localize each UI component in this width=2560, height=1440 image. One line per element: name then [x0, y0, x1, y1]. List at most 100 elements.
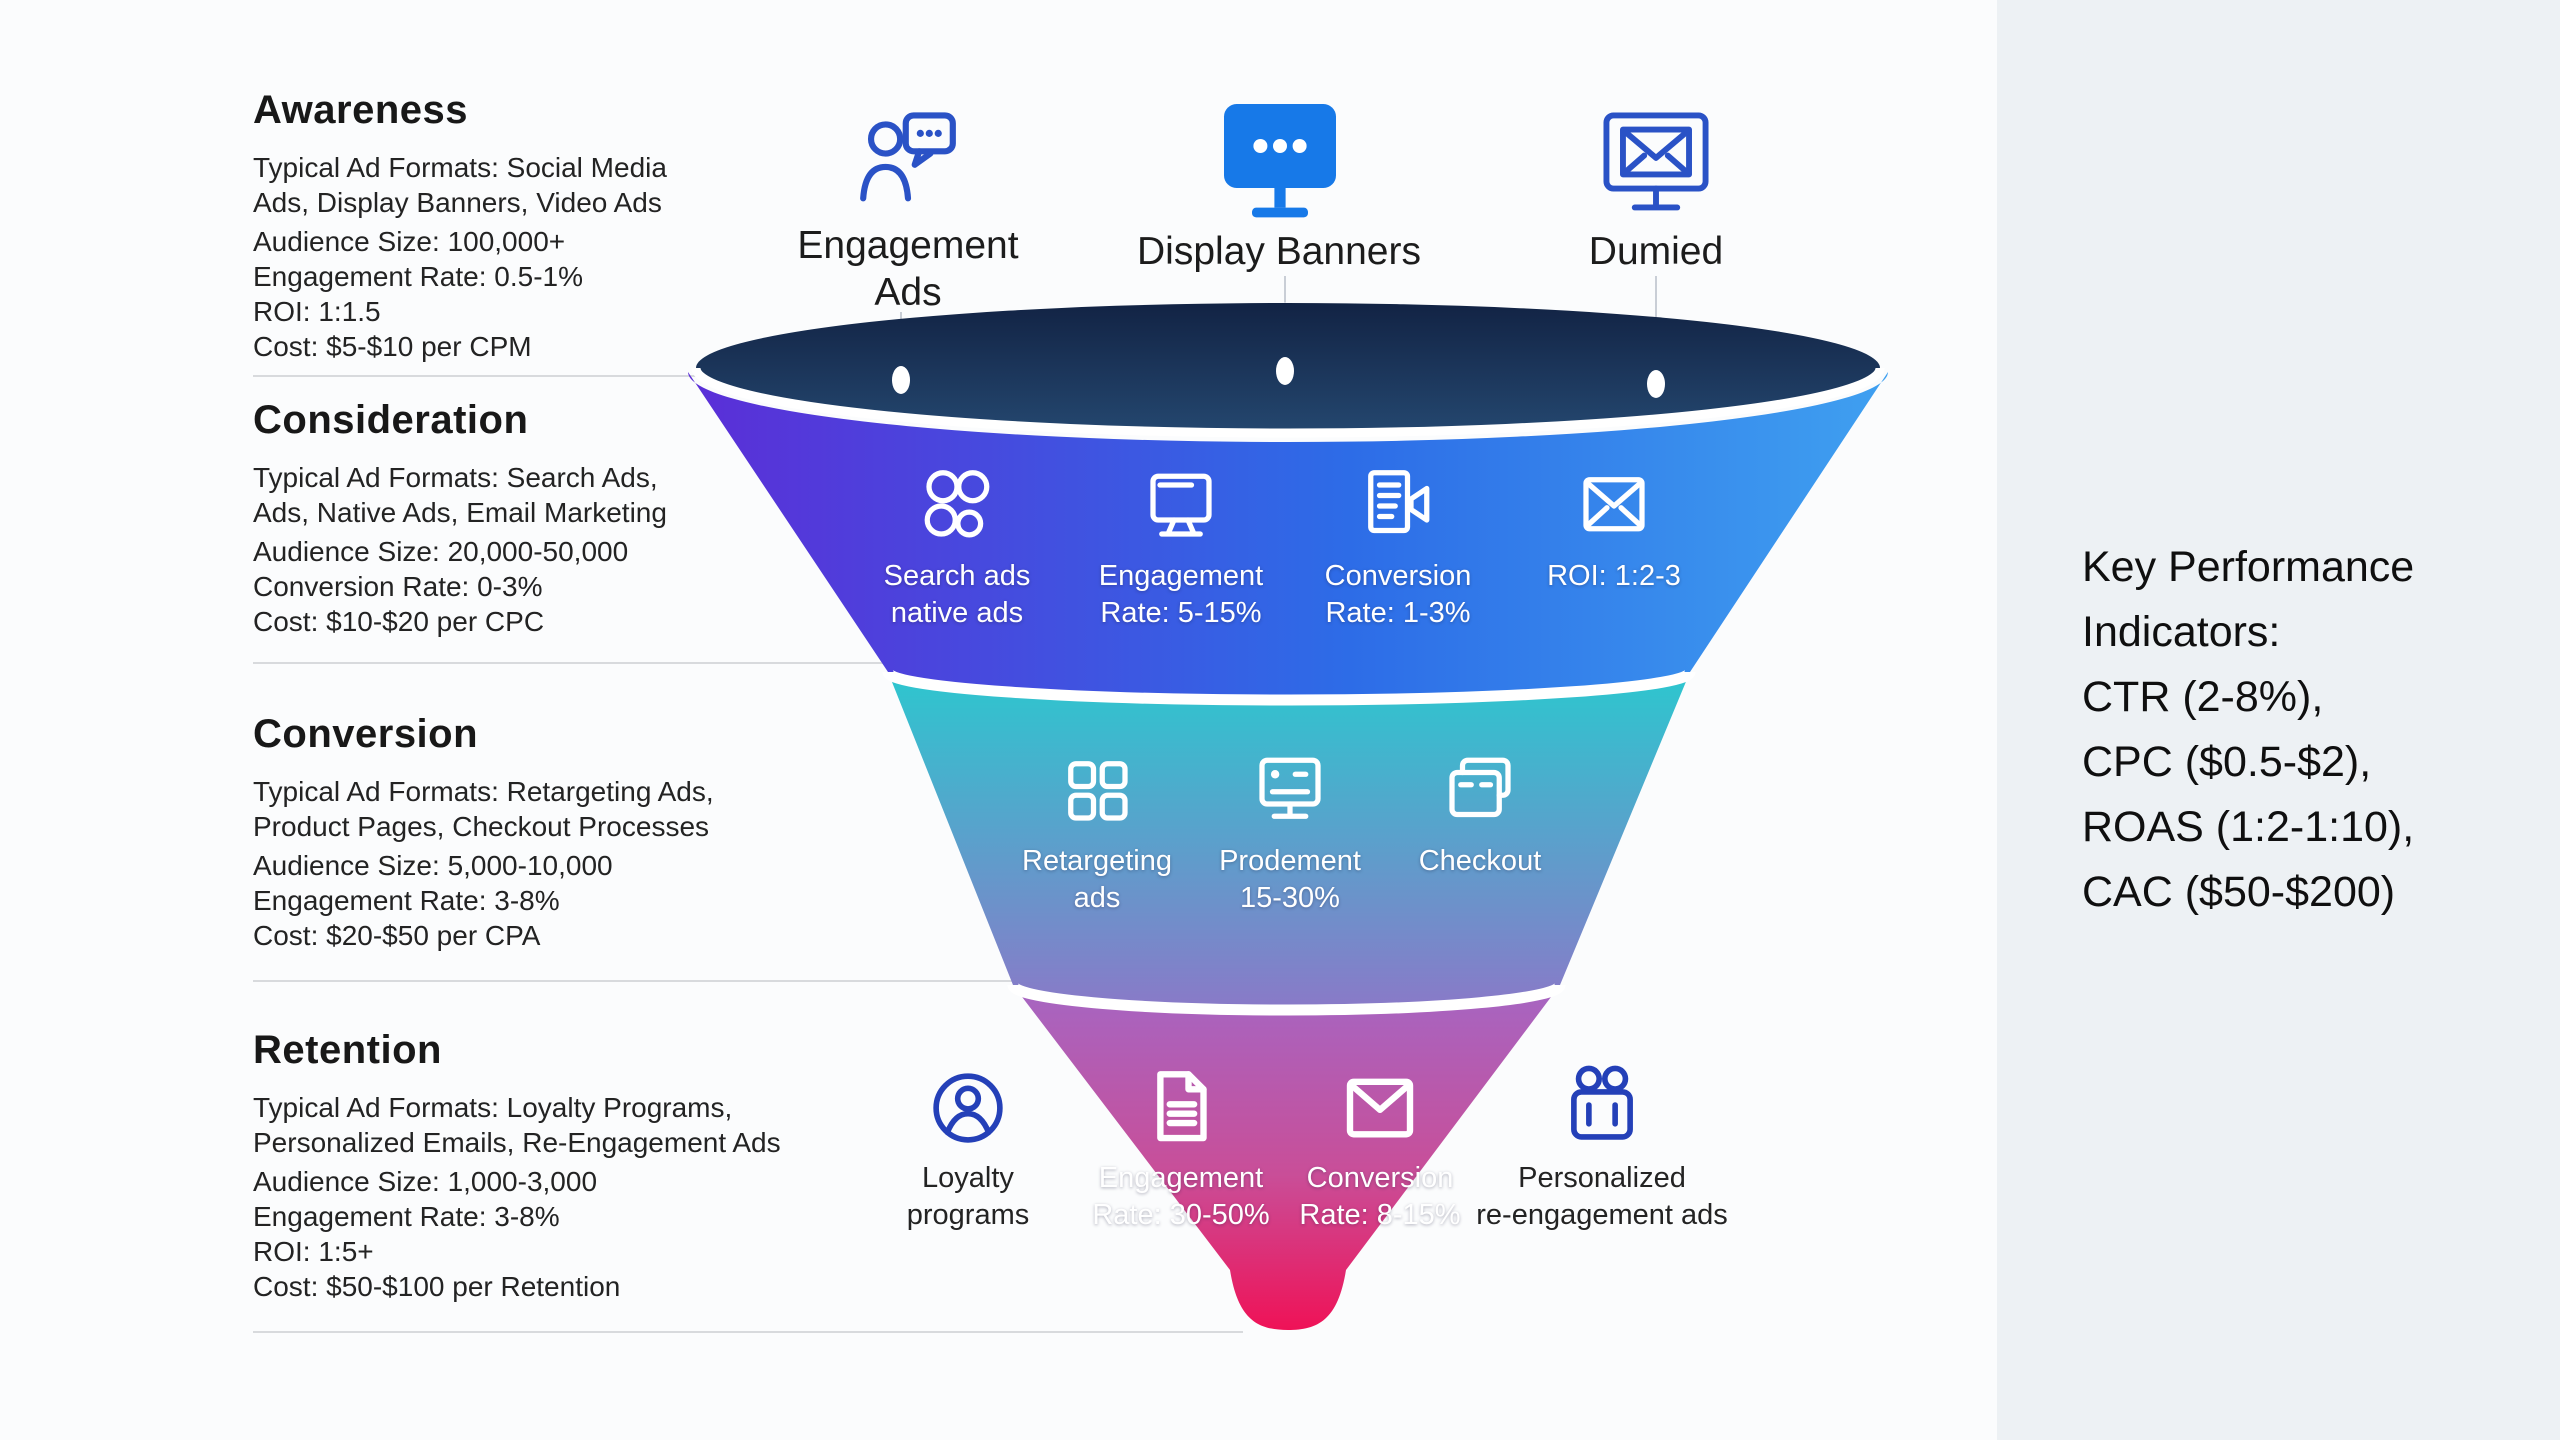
group-circles-icon: [924, 470, 990, 538]
band-label-line: Search ads: [883, 560, 1031, 592]
document-icon: [1157, 1071, 1207, 1142]
band1-item-2-label: Conversion Rate: 1-3%: [1283, 558, 1513, 632]
kpi-line: ROAS (1:2-1:10),: [2082, 803, 2415, 851]
band-label-line: ROI: 1:2-3: [1547, 560, 1681, 592]
band-label-line: Rate: 5-15%: [1100, 597, 1262, 629]
funnel-band-2: [888, 672, 1690, 1010]
divider: [253, 1331, 1243, 1333]
stage-line: Typical Ad Formats: Social Media: [253, 152, 667, 183]
stage-heading-conversion: Conversion: [253, 712, 479, 756]
grid-icon: [1068, 761, 1128, 821]
stage-line: Personalized Emails, Re-Engagement Ads: [253, 1127, 781, 1158]
band3-item-3-label: Personalized re-engagement ads: [1442, 1160, 1762, 1234]
stage-line: Conversion Rate: 0-3%: [253, 571, 543, 602]
stage-body-conversion: Typical Ad Formats: Retargeting Ads, Pro…: [253, 774, 714, 953]
monitor-envelope-icon: [1603, 112, 1709, 211]
band3-item-2-label: Conversion Rate: 8-15%: [1265, 1160, 1495, 1234]
stage-body-consideration: Typical Ad Formats: Search Ads, Ads, Nat…: [253, 460, 667, 639]
divider: [253, 375, 697, 377]
band2-item-0-label: Retargeting ads: [982, 843, 1212, 917]
band3-item-1-label: Engagement Rate: 30-50%: [1066, 1160, 1296, 1234]
funnel-separator-2: [1007, 982, 1566, 1016]
stage-heading-consideration: Consideration: [253, 398, 529, 442]
band-label-line: Rate: 30-50%: [1092, 1199, 1270, 1231]
stage-line: Product Pages, Checkout Processes: [253, 811, 710, 842]
banner-monitor-icon: [1224, 104, 1336, 218]
stage-body-retention: Typical Ad Formats: Loyalty Programs, Pe…: [253, 1090, 781, 1304]
stage-line: ROI: 1:1.5: [253, 296, 381, 327]
cards-icon: [1449, 757, 1511, 818]
band-label-line: 15-30%: [1240, 882, 1340, 914]
people-pair-icon: [1571, 1065, 1633, 1140]
band-label-line: Engagement: [1098, 560, 1264, 592]
connector-dot: [892, 366, 910, 394]
channel-label-display-banners: Display Banners: [1137, 230, 1421, 273]
stage-heading-awareness: Awareness: [253, 88, 469, 132]
band-label-line: Checkout: [1418, 845, 1542, 877]
funnel-graphic: [688, 303, 1888, 1330]
funnel-band-1: [688, 372, 1888, 700]
band-label-line: Rate: 8-15%: [1299, 1199, 1461, 1231]
band-label-line: Retargeting: [1022, 845, 1172, 877]
stage-line: ROI: 1:5+: [253, 1236, 374, 1267]
band-label-line: Prodement: [1219, 845, 1361, 877]
band-label-line: Conversion: [1306, 1162, 1454, 1194]
kpi-line: CPC ($0.5-$2),: [2082, 738, 2372, 786]
envelope-icon: [1346, 1078, 1414, 1138]
stage-heading-retention: Retention: [253, 1028, 442, 1072]
person-circle-icon: [933, 1073, 1003, 1143]
envelope-icon: [1583, 477, 1645, 532]
kpi-line: CAC ($50-$200): [2082, 868, 2396, 916]
stage-line: Audience Size: 20,000-50,000: [253, 536, 629, 567]
channel-label-engagement-ads: Engagement Ads: [797, 224, 1019, 314]
connector-dot: [1647, 370, 1665, 398]
document-announce-icon: [1368, 470, 1430, 534]
band1-item-3-label: ROI: 1:2-3: [1499, 558, 1729, 595]
person-chat-icon: [860, 112, 956, 202]
kpi-line: Key Performance: [2082, 543, 2415, 591]
kpi-block: Key Performance Indicators: CTR (2-8%), …: [2082, 535, 2414, 925]
stage-line: Typical Ad Formats: Loyalty Programs,: [253, 1092, 733, 1123]
band-label-line: native ads: [890, 597, 1024, 629]
divider: [253, 980, 1035, 982]
stage-line: Ads, Native Ads, Email Marketing: [253, 497, 667, 528]
right-panel: [1997, 0, 2560, 1440]
stage-line: Cost: $5-$10 per CPM: [253, 331, 532, 362]
stage-line: Typical Ad Formats: Search Ads,: [253, 462, 658, 493]
stage-line: Cost: $10-$20 per CPC: [253, 606, 545, 637]
channel-label-dumied: Dumied: [1588, 230, 1724, 273]
band-label-line: Conversion: [1324, 560, 1472, 592]
band-label-line: programs: [906, 1199, 1030, 1231]
band1-item-0-label: Search ads native ads: [842, 558, 1072, 632]
kpi-line: CTR (2-8%),: [2082, 673, 2324, 721]
monitor-lines-icon: [1259, 757, 1321, 819]
stage-line: Audience Size: 1,000-3,000: [253, 1166, 598, 1197]
stage-line: Engagement Rate: 3-8%: [253, 885, 560, 916]
band2-item-1-label: Prodement 15-30%: [1175, 843, 1405, 917]
connector-dot: [1276, 357, 1294, 385]
monitor-icon: [1150, 473, 1212, 537]
band-label-line: Personalized: [1518, 1162, 1686, 1194]
stage-line: Engagement Rate: 3-8%: [253, 1201, 560, 1232]
stage-line: Typical Ad Formats: Retargeting Ads,: [253, 776, 714, 807]
band-label-line: re-engagement ads: [1476, 1199, 1728, 1231]
stage-line: Cost: $20-$50 per CPA: [253, 920, 541, 951]
funnel-rim: [691, 367, 1885, 438]
band1-item-1-label: Engagement Rate: 5-15%: [1066, 558, 1296, 632]
stage-line: Cost: $50-$100 per Retention: [253, 1271, 621, 1302]
band3-item-0-label: Loyalty programs: [853, 1160, 1083, 1234]
funnel-band-3: [1013, 985, 1560, 1330]
stage-line: Engagement Rate: 0.5-1%: [253, 261, 583, 292]
band2-item-2-label: Checkout: [1365, 843, 1595, 880]
band-label-line: ads: [1073, 882, 1121, 914]
band-label-line: Rate: 1-3%: [1325, 597, 1471, 629]
kpi-line: Indicators:: [2082, 608, 2281, 656]
band-label-line: Engagement: [1098, 1162, 1264, 1194]
stage-line: Audience Size: 5,000-10,000: [253, 850, 613, 881]
band-label-line: Loyalty: [922, 1162, 1014, 1194]
divider: [253, 662, 893, 664]
stage-line: Ads, Display Banners, Video Ads: [253, 187, 662, 218]
funnel-separator-1: [882, 669, 1696, 706]
stage-body-awareness: Typical Ad Formats: Social Media Ads, Di…: [253, 150, 667, 364]
